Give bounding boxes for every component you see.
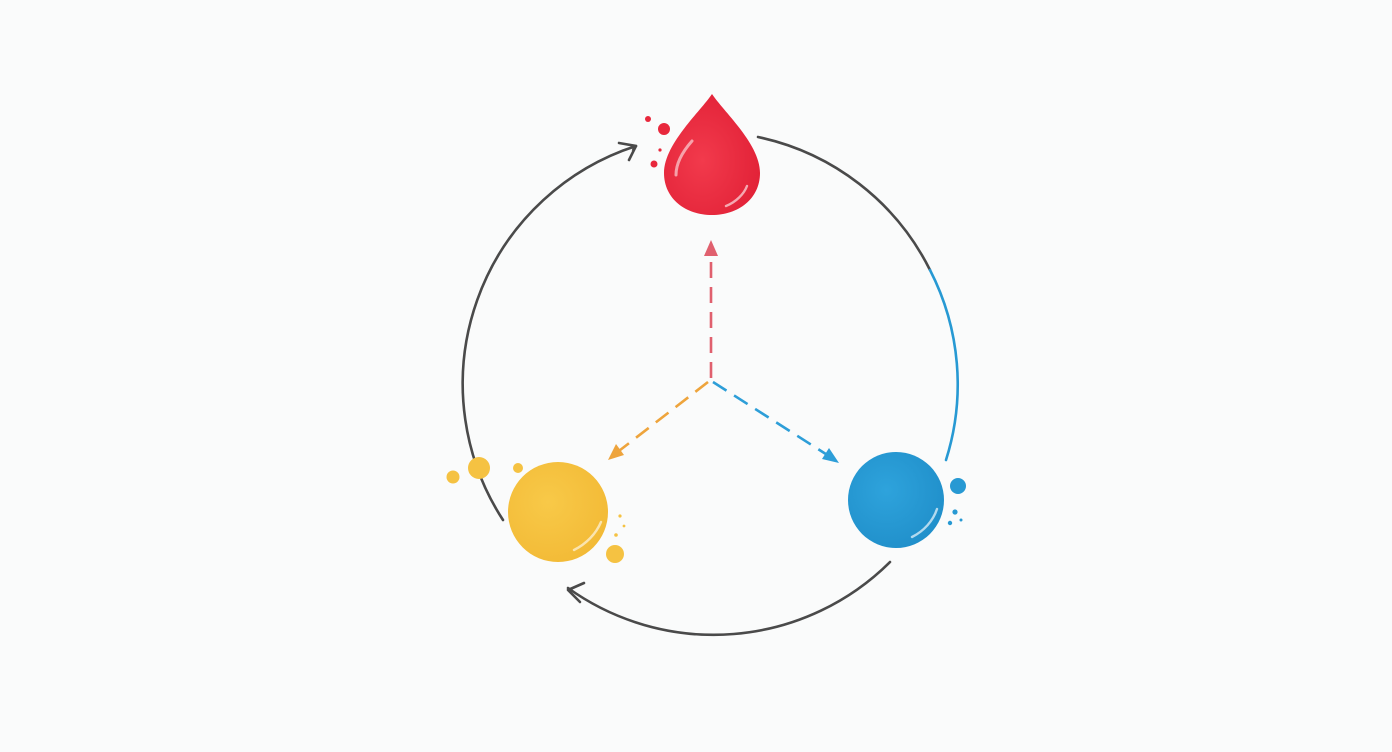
yellow-splash-dot <box>468 457 490 479</box>
arrowhead-center-red <box>704 240 718 256</box>
red-splash-dot <box>650 160 658 168</box>
red-droplet-shine <box>724 184 749 208</box>
center-arrows <box>608 240 839 463</box>
yellow-splash-dot <box>446 470 460 484</box>
yellow-circle-node <box>446 457 626 563</box>
arc-red-to-blue-accent <box>928 268 960 462</box>
yellow-circle-shine <box>572 520 603 552</box>
red-droplet-icon <box>664 94 760 215</box>
arrowhead-yellow-to-red <box>617 141 638 162</box>
yellow-splash-dot <box>618 514 622 518</box>
yellow-circle-icon <box>508 462 608 562</box>
yellow-splash-dot <box>513 463 523 473</box>
arrowhead-center-blue <box>822 448 839 463</box>
red-droplet-highlight <box>674 139 694 177</box>
yellow-splash-dot <box>614 533 618 537</box>
blue-splash-dot <box>959 518 963 522</box>
arc-red-to-blue-gray <box>756 135 932 272</box>
red-splash-dot <box>658 123 670 135</box>
center-arrow-to-blue <box>712 380 833 460</box>
center-arrow-to-yellow <box>614 380 709 456</box>
arc-blue-to-yellow <box>566 560 892 637</box>
red-splash-dot <box>645 116 651 122</box>
blue-splash-dot <box>950 478 966 494</box>
red-droplet-node <box>645 94 760 215</box>
yellow-splash-dot <box>622 524 626 528</box>
blue-circle-node <box>848 452 966 548</box>
arrowhead-center-yellow <box>608 444 624 460</box>
red-splash-dot <box>658 148 662 152</box>
yellow-splash-dot <box>606 545 624 563</box>
blue-splash-dot <box>947 520 953 526</box>
arrowhead-blue-to-yellow <box>566 581 586 604</box>
blue-circle-icon <box>848 452 944 548</box>
blue-circle-shine <box>910 507 939 539</box>
blue-splash-dot <box>952 509 958 515</box>
